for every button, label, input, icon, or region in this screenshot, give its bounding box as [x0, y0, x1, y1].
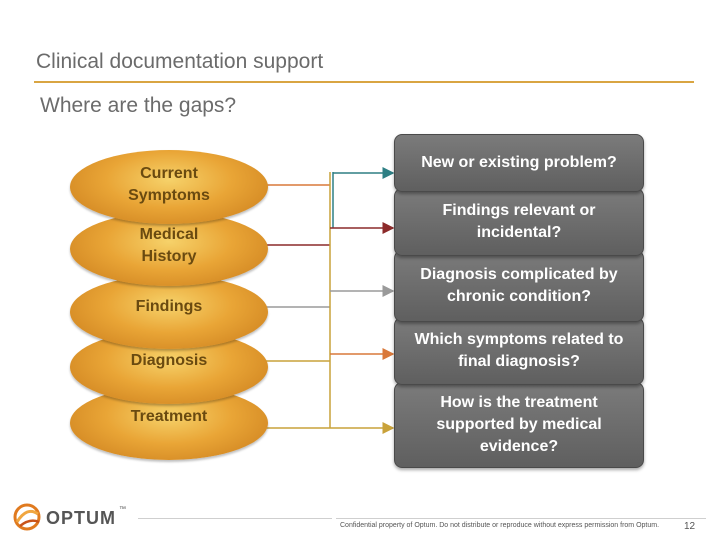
question-text: Which symptoms related to final diagnosi… — [414, 331, 624, 370]
slide-subtitle: Where are the gaps? — [40, 94, 237, 117]
oval-current-symptoms: Current Symptoms — [70, 150, 268, 224]
oval-label: Diagnosis — [130, 352, 208, 369]
optum-logo-tm: ™ — [119, 506, 126, 513]
page-number: 12 — [684, 521, 696, 532]
oval-label: Current Symptoms — [128, 165, 210, 204]
title-divider — [34, 81, 694, 83]
question-box-treatment: How is the treatment supported by medica… — [394, 382, 644, 468]
question-box-diagnosis-chronic: Diagnosis complicated by chronic conditi… — [394, 250, 644, 322]
footer-rule-left — [138, 518, 332, 519]
question-box-findings-relevant: Findings relevant or incidental? — [394, 188, 644, 256]
confidential-notice: Confidential property of Optum. Do not d… — [340, 522, 660, 529]
question-text: How is the treatment supported by medica… — [436, 394, 602, 455]
footer-rule-right — [336, 518, 706, 519]
oval-findings: Findings — [70, 275, 268, 349]
optum-swirl-icon — [13, 503, 41, 531]
oval-label: Treatment — [130, 408, 208, 425]
question-box-symptoms-related: Which symptoms related to final diagnosi… — [394, 317, 644, 385]
question-text: Findings relevant or incidental? — [442, 202, 596, 241]
slide-title: Clinical documentation support — [36, 50, 324, 73]
question-box-new-problem: New or existing problem? — [394, 134, 644, 192]
oval-medical-history: Medical History — [70, 212, 268, 286]
oval-label: Medical History — [139, 226, 199, 265]
optum-logo-text: OPTUM — [46, 508, 116, 528]
optum-logo: OPTUM ™ — [12, 500, 132, 536]
oval-label: Findings — [135, 298, 203, 315]
question-text: Diagnosis complicated by chronic conditi… — [420, 266, 618, 305]
question-text: New or existing problem? — [421, 154, 617, 171]
